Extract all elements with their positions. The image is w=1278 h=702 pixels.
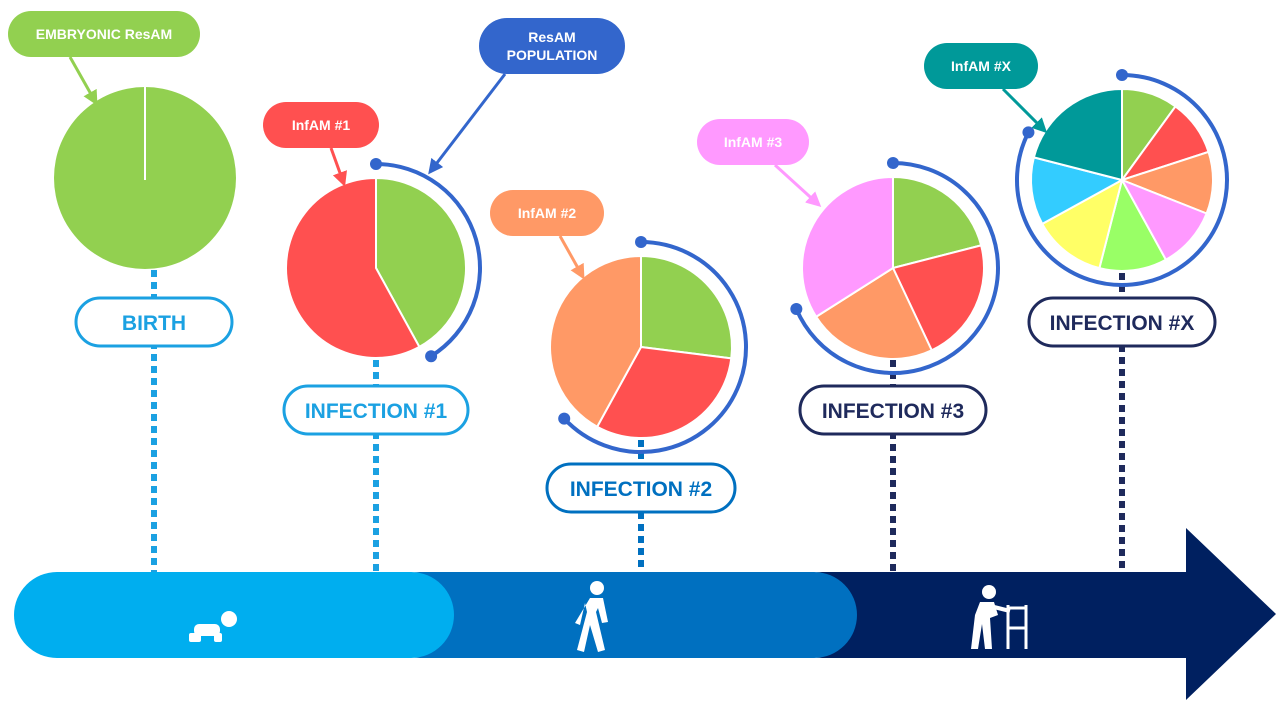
callout-4: InfAM #3 <box>697 119 822 208</box>
callout-arrow <box>329 147 347 187</box>
callout-arrow <box>558 235 585 280</box>
resam-arc <box>562 240 748 454</box>
life-timeline-arrow <box>14 528 1276 700</box>
stage-label-pill <box>282 384 470 436</box>
stage-label-1: INFECTION #1 <box>282 384 470 436</box>
callout-text: POPULATION <box>507 47 598 63</box>
resam-arc <box>794 161 1000 375</box>
callout-text: InfAM #1 <box>292 117 351 133</box>
resam-arc-end <box>1022 126 1035 139</box>
pie-slice <box>640 254 733 360</box>
stage-label-pill <box>74 296 234 348</box>
callout-bubble <box>924 43 1038 89</box>
pie-slice <box>375 176 467 349</box>
stage-label-3: INFECTION #3 <box>798 384 988 436</box>
resam-arc-end <box>887 157 899 169</box>
resam-population-arcs <box>370 69 1229 454</box>
pie-stage-0 <box>54 87 236 269</box>
crawling-baby-icon <box>189 611 237 642</box>
callout-1: ResAM POPULATION <box>428 18 625 175</box>
pie-slice <box>801 175 894 319</box>
stage-label-0: BIRTH <box>74 296 234 348</box>
pie-stage-4 <box>1030 87 1214 272</box>
population-callouts: EMBRYONIC ResAM ResAM POPULATION InfAM #1 In… <box>8 11 1048 280</box>
resam-arc-end <box>635 236 647 248</box>
stage-label-pill <box>1027 296 1217 348</box>
pie-slice <box>1030 156 1125 226</box>
pie-slice <box>892 175 983 270</box>
callout-bubble <box>479 18 625 74</box>
stage-label-text: INFECTION #2 <box>570 478 712 501</box>
resam-arc-end <box>370 158 382 170</box>
callout-text: InfAM #2 <box>518 205 577 221</box>
callout-bubble <box>263 102 379 148</box>
stage-label-text: INFECTION #3 <box>822 400 964 423</box>
pie-slice <box>891 244 985 352</box>
callout-0: EMBRYONIC ResAM <box>8 11 200 106</box>
resam-arc-end <box>425 350 438 363</box>
resam-arc <box>1015 73 1229 287</box>
stage-label-text: INFECTION #1 <box>305 400 448 423</box>
stage-label-text: BIRTH <box>122 312 186 335</box>
pie-slice <box>595 345 733 439</box>
pie-slice <box>1098 177 1168 272</box>
callout-arrow <box>773 163 822 208</box>
callout-bubble <box>697 119 809 165</box>
pie-stage-1 <box>285 176 467 359</box>
callout-arrow <box>1001 87 1048 134</box>
pie-slice <box>1032 87 1123 182</box>
resam-arc-end <box>558 412 571 425</box>
pie-slice <box>814 266 934 360</box>
walking-person-icon <box>575 581 608 652</box>
resam-arc <box>375 162 482 358</box>
resam-arc-end <box>790 303 803 316</box>
callout-arrow <box>68 56 98 106</box>
macrophage-population-pies <box>54 87 1214 439</box>
stage-label-4: INFECTION #X <box>1027 296 1217 348</box>
stage-label-text: INFECTION #X <box>1050 312 1195 335</box>
pie-slice <box>285 176 421 359</box>
resam-arc-end <box>1116 69 1128 81</box>
callout-arrow <box>428 73 507 175</box>
callout-5: InfAM #X <box>924 43 1048 134</box>
callout-text: ResAM <box>528 29 575 45</box>
callout-text: InfAM #3 <box>724 134 783 150</box>
stage-label-2: INFECTION #2 <box>545 462 737 514</box>
pie-stage-2 <box>549 254 733 439</box>
pie-slice <box>1040 178 1124 270</box>
pie-slice <box>549 254 642 429</box>
callout-bubble <box>490 190 604 236</box>
callout-3: InfAM #2 <box>490 190 604 280</box>
stage-label-pill <box>545 462 737 514</box>
stage-labels: BIRTH INFECTION #1 INFECTION #2 INFECTION #… <box>74 296 1217 514</box>
callout-text: InfAM #X <box>951 58 1012 74</box>
pie-stage-3 <box>801 175 985 360</box>
stage-label-pill <box>798 384 988 436</box>
callout-bubble <box>8 11 200 57</box>
adulthood-segment <box>377 572 857 658</box>
elderly-walker-icon <box>971 585 1028 649</box>
callout-text: EMBRYONIC ResAM <box>36 26 172 42</box>
callout-2: InfAM #1 <box>263 102 379 187</box>
